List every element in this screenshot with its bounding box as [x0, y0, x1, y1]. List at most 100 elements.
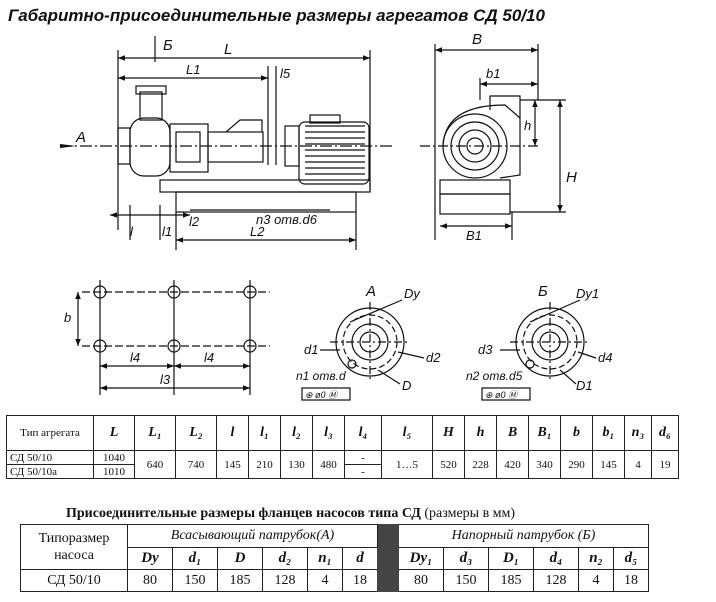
col-header: H	[432, 415, 465, 451]
cell: 228	[464, 450, 497, 479]
col-header: L	[93, 415, 135, 451]
row-name: СД 50/10	[6, 450, 94, 465]
cell: 4	[307, 569, 343, 592]
label-d3: d3	[478, 342, 493, 357]
flange-caption-units: (размеры в мм)	[420, 506, 516, 521]
cell-L: 1010	[93, 464, 135, 479]
label-d1: d1	[304, 342, 318, 357]
col-header: n₂	[578, 547, 614, 570]
col-header: B₁	[528, 415, 561, 451]
cell: 145	[592, 450, 625, 479]
row-name: СД 50/10а	[6, 464, 94, 479]
cell: 1…5	[381, 450, 433, 479]
label-n1: n1 отв.d	[296, 369, 346, 383]
table-row: СД 50/10 1040 640 740 145 210 130 480 - …	[6, 450, 679, 479]
label-D: D	[402, 378, 411, 393]
cell: 520	[432, 450, 465, 479]
cell: 640	[134, 450, 176, 479]
tolerance-b: ⊕ ø0 Ⓜ	[485, 390, 519, 400]
label-l2: l2	[189, 214, 200, 229]
col-header: l₅	[381, 415, 433, 451]
col-header: d₂	[262, 547, 308, 570]
cell-l4: -	[344, 450, 382, 465]
col-header: d	[342, 547, 378, 570]
cell-L: 1040	[93, 450, 135, 465]
tolerance-a: ⊕ ø0 Ⓜ	[305, 390, 339, 400]
col-header: b₁	[592, 415, 625, 451]
table-row: СД 50/10а 1010 -	[6, 464, 679, 479]
label-b1: b1	[486, 66, 500, 81]
label-d4: d4	[598, 350, 612, 365]
col-header-type: Тип агрегата	[6, 415, 94, 451]
separator	[377, 524, 399, 592]
flange-b-title: Б	[538, 283, 548, 300]
label-L: L	[224, 41, 232, 58]
table-row: СД 50/10 80 150 185 128 4 18 80 150 185 …	[20, 569, 649, 592]
cell: 130	[280, 450, 313, 479]
cell: 290	[560, 450, 593, 479]
col-header: n₁	[307, 547, 343, 570]
flange-a-title: A	[365, 283, 376, 300]
label-D1: D1	[576, 378, 593, 393]
col-header: d₅	[613, 547, 649, 570]
flange-caption: Присоединительные размеры фланцев насосо…	[66, 506, 515, 522]
label-B: B	[472, 31, 482, 48]
cell: 145	[216, 450, 249, 479]
col-header-type: Типоразмер насоса	[20, 524, 128, 570]
discharge-header: Напорный патрубок (Б)	[398, 524, 649, 548]
label-l1: l1	[162, 224, 172, 239]
label-Dy: Dy	[404, 286, 421, 301]
cell: 480	[312, 450, 345, 479]
technical-drawing: Б L L1 l5 A l l1 l2 n3 отв.d6 L2 B b1 h …	[60, 31, 612, 401]
col-header: l₃	[312, 415, 345, 451]
col-header: L₁	[134, 415, 176, 451]
suction-header: Всасывающий патрубок(А)	[127, 524, 378, 548]
cell: 128	[262, 569, 308, 592]
col-header: L₂	[175, 415, 217, 451]
label-l4-right: l4	[204, 350, 214, 365]
col-header: h	[464, 415, 497, 451]
label-section-b: Б	[163, 37, 173, 54]
col-header: Dy₁	[398, 547, 444, 570]
cell: 18	[613, 569, 649, 592]
cell: 340	[528, 450, 561, 479]
cell: 18	[342, 569, 378, 592]
label-d2: d2	[426, 350, 441, 365]
label-h: h	[524, 118, 531, 133]
label-L2: L2	[250, 224, 265, 239]
label-b: b	[64, 310, 71, 325]
col-header: D	[217, 547, 263, 570]
label-l: l	[130, 224, 134, 239]
cell: 740	[175, 450, 217, 479]
cell: 150	[172, 569, 218, 592]
cell: 210	[248, 450, 281, 479]
label-H: H	[566, 169, 577, 186]
col-header: D₁	[488, 547, 534, 570]
cell: 185	[488, 569, 534, 592]
flange-table: Типоразмер насоса Всасывающий патрубок(А…	[20, 524, 649, 592]
label-Dy1: Dy1	[576, 286, 599, 301]
dimensions-table: Тип агрегата L L₁ L₂ l l₁ l₂ l₃ l₄ l₅ H …	[6, 415, 679, 479]
col-header: B	[496, 415, 529, 451]
flange-caption-bold: Присоединительные размеры фланцев насосо…	[66, 506, 421, 521]
col-header: Dy	[127, 547, 173, 570]
col-header: d₃	[443, 547, 489, 570]
cell-l4: -	[344, 464, 382, 479]
label-L1: L1	[186, 62, 200, 77]
col-header: l₂	[280, 415, 313, 451]
label-n2: n2 отв.d5	[466, 369, 523, 383]
col-header: n₃	[624, 415, 652, 451]
col-header: d₁	[172, 547, 218, 570]
row-name: СД 50/10	[20, 569, 128, 592]
col-header: d₄	[533, 547, 579, 570]
label-l3: l3	[160, 372, 171, 387]
cell: 185	[217, 569, 263, 592]
col-header: l	[216, 415, 249, 451]
cell: 80	[398, 569, 444, 592]
label-view-a: A	[75, 129, 86, 146]
cell: 150	[443, 569, 489, 592]
cell: 4	[578, 569, 614, 592]
cell: 80	[127, 569, 173, 592]
label-n3: n3 отв.d6	[256, 212, 318, 227]
col-header: l₄	[344, 415, 382, 451]
